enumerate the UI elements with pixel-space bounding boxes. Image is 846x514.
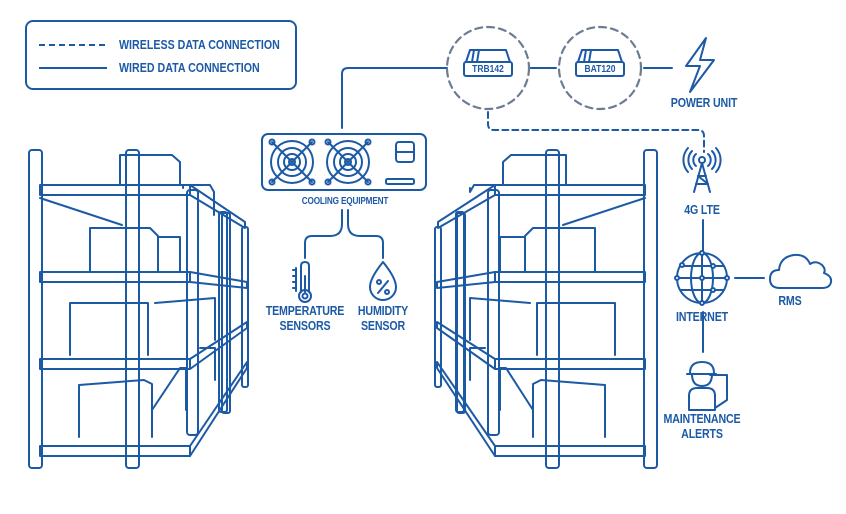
cooling-unit-icon [261,133,427,191]
legend-swatches [39,44,107,69]
legend-wired-label: WIRED DATA CONNECTION [119,60,260,75]
wire-cooling-to-temp [304,209,343,259]
legend: WIRELESS DATA CONNECTION WIRED DATA CONN… [25,20,297,90]
trb142-device-icon [463,49,513,77]
lte-label: 4G LTE [684,202,720,217]
trb142-label: TRB142 [472,64,504,75]
left-shelving-icon [28,149,249,469]
temperature-label-line2: SENSORS [279,317,331,333]
trb142-dashed-circle [445,25,531,111]
lightning-bolt-icon [685,37,715,93]
bat120-device-icon [575,49,625,77]
maintenance-label-line1: MAINTENANCE [663,411,741,426]
power-unit-label: POWER UNIT [670,95,738,110]
right-shelving-icon [434,149,658,469]
wire-cooling-to-trb142 [341,67,448,129]
wire-cooling-to-humidity [347,209,384,259]
legend-wireless-label: WIRELESS DATA CONNECTION [119,37,280,52]
maintenance-alerts-label: MAINTENANCE ALERTS [657,411,747,442]
globe-icon [674,250,730,306]
cloud-icon [769,253,833,289]
thermometer-icon [292,261,312,303]
wireless-trb142-to-lte [487,111,705,153]
bat120-label: BAT120 [584,64,616,75]
cell-tower-icon [682,147,722,193]
internet-label: INTERNET [676,309,728,324]
temperature-label-line1: TEMPERATURE [265,303,345,318]
maintenance-label-line2: ALERTS [681,425,723,441]
humidity-label-line1: HUMIDITY [357,303,409,318]
technician-icon [686,361,728,411]
cooling-equipment-label: COOLING EQUIPMENT [301,196,389,207]
humidity-drop-icon [369,261,397,301]
humidity-label-line2: SENSOR [360,317,406,333]
rms-label: RMS [778,293,802,308]
humidity-sensor-label: HUMIDITY SENSOR [350,303,416,334]
bat120-dashed-circle [557,25,643,111]
temperature-sensors-label: TEMPERATURE SENSORS [264,303,346,334]
